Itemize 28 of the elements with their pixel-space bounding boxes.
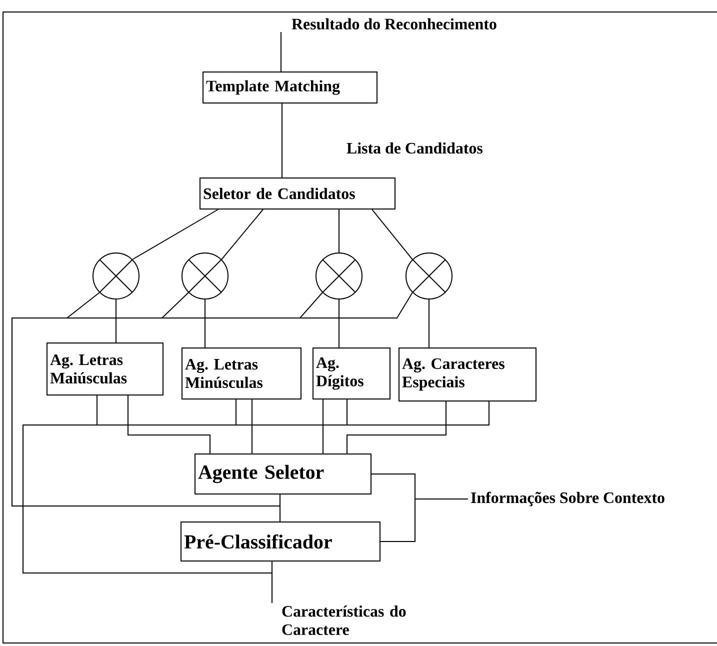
connector-line [428,299,430,348]
connector-line [128,395,210,454]
process-box: Template Matching [202,72,378,104]
process-box: Ag. Letras Maiúsculas [46,342,164,396]
connector-line [338,299,340,348]
crossed-circle [92,252,140,300]
crossed-circle [182,252,228,300]
crossed-circle [316,252,362,300]
connector-line [132,209,218,260]
connector-line [372,209,413,260]
process-box: Pré-Classificador [180,522,380,562]
connector-line [380,498,468,542]
annotation-text: Informações Sobre Contexto [471,492,664,506]
crossed-circle [406,252,452,300]
process-box: Seletor de Candidatos [200,178,396,210]
process-box: Ag. Letras Minúsculas [182,348,302,400]
annotation-text: Características do Caractere [282,606,406,636]
connector-line [280,32,282,72]
process-box: Ag. Caracteres Especiais [398,348,536,402]
annotation-label: Lista de Candidatos [346,142,483,154]
connector-line [322,399,324,454]
connector-line [346,401,446,454]
connector-line [338,209,340,253]
connector-line [204,299,206,348]
connector-line [221,209,264,260]
process-box: Ag. Dígitos [312,348,390,400]
annotation-text: Resultado do Reconhecimento [292,18,496,30]
process-box: Agente Seletor [194,454,372,494]
